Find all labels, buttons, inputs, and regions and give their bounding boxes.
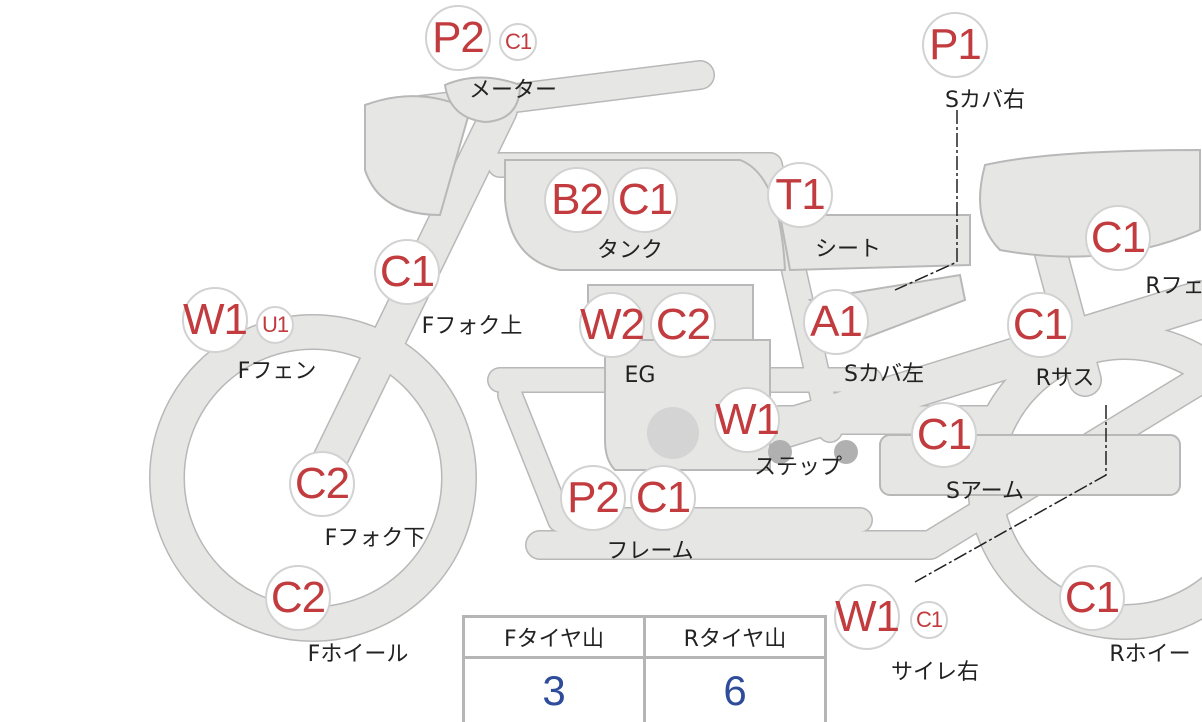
rear-tire-value: 6 [643, 656, 827, 722]
front-tire-header: Fタイヤ山 [462, 615, 646, 659]
part-label-seat: シート [814, 237, 882, 262]
part-label-side-cover-right: Sカバ右 [945, 88, 1025, 113]
part-label-side-cover-left: Sカバ左 [844, 362, 924, 387]
code-badge-seat: T1 [767, 162, 833, 228]
part-label-fork-upper: Fフォク上 [421, 314, 523, 339]
code-badge-frame-1: P2 [560, 465, 626, 531]
part-label-rear-suspension: Rサス [1035, 366, 1095, 391]
rear-tire-header: Rタイヤ山 [643, 615, 827, 659]
code-badge-meter-1: P2 [425, 5, 491, 71]
code-badge-tank-2: C1 [612, 167, 678, 233]
code-badge-fork-upper: C1 [374, 239, 440, 305]
code-badge-tank-1: B2 [544, 167, 610, 233]
tire-tread-table: Fタイヤ山 Rタイヤ山 3 6 [462, 615, 827, 722]
part-label-silencer-right: サイレ右 [890, 660, 980, 685]
part-label-front-wheel: Fホイール [307, 642, 409, 667]
front-tire-value: 3 [462, 656, 646, 722]
part-label-frame: フレーム [606, 539, 694, 564]
part-label-tank: タンク [596, 238, 664, 263]
code-badge-rear-suspension: C1 [1007, 292, 1073, 358]
code-badge-silencer-right-2: C1 [910, 601, 948, 639]
code-badge-side-cover-left: A1 [803, 289, 869, 355]
code-badge-frame-2: C1 [630, 465, 696, 531]
code-badge-fork-lower: C2 [289, 451, 355, 517]
code-badge-front-fender-2: U1 [256, 306, 294, 344]
part-label-engine: EG [624, 363, 656, 388]
part-label-swing-arm: Sアーム [946, 479, 1024, 504]
part-label-meter: メーター [468, 78, 558, 103]
code-badge-swing-arm: C1 [911, 402, 977, 468]
code-badge-front-fender-1: W1 [182, 287, 248, 353]
part-label-front-fender: Fフェン [237, 359, 317, 384]
part-label-fork-lower: Fフォク下 [324, 526, 426, 551]
code-badge-step: W1 [714, 387, 780, 453]
code-badge-rear-fender: C1 [1085, 205, 1151, 271]
part-label-step: ステップ [753, 455, 843, 480]
code-badge-engine-2: C2 [650, 292, 716, 358]
code-badge-silencer-right-1: W1 [834, 584, 900, 650]
part-label-rear-fender: Rフェ [1145, 274, 1202, 299]
code-badge-front-wheel: C2 [265, 565, 331, 631]
code-badge-side-cover-right: P1 [922, 12, 988, 78]
part-label-rear-wheel: Rホイー [1109, 642, 1191, 667]
code-badge-engine-1: W2 [579, 292, 645, 358]
code-badge-rear-wheel: C1 [1059, 565, 1125, 631]
code-badge-meter-2: C1 [499, 23, 537, 61]
